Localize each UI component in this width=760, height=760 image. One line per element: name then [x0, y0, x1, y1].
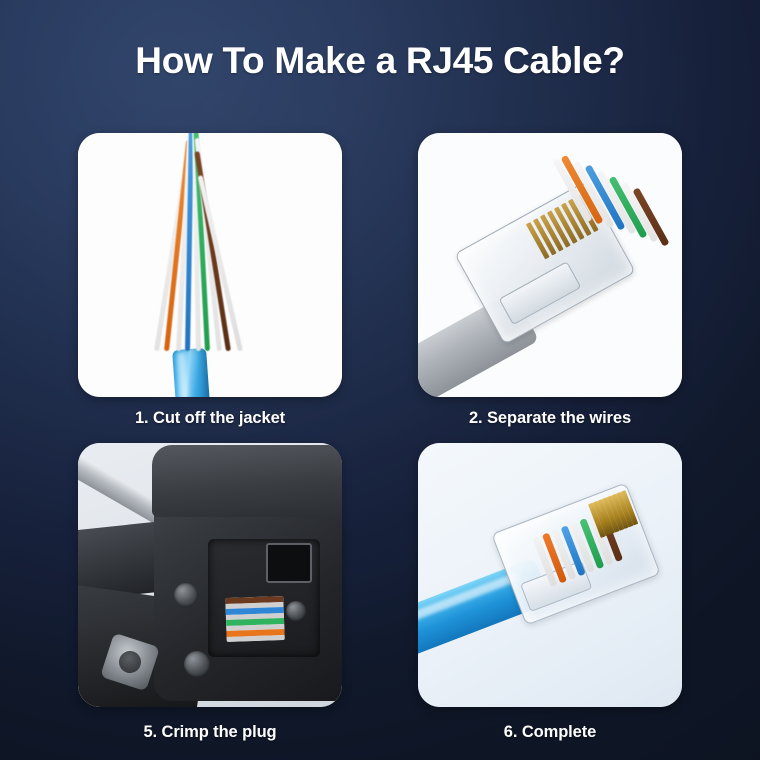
step-card-3	[78, 443, 342, 707]
page-title: How To Make a RJ45 Cable?	[135, 40, 625, 81]
crimped-wire-stack	[225, 596, 285, 642]
step-2-caption: 2. Separate the wires	[468, 409, 632, 427]
tool-screw-left-bottom	[184, 651, 210, 677]
step-6-caption: 6. Complete	[503, 723, 597, 741]
tool-crimp-slot	[208, 539, 320, 657]
step-card-2	[418, 133, 682, 397]
tool-screw-left-top	[174, 583, 198, 607]
step-1-photo	[78, 133, 342, 397]
crimp-port-opening	[266, 543, 312, 583]
tool-head-top	[152, 445, 342, 517]
step-2-photo	[418, 133, 682, 397]
step-5-caption: 5. Crimp the plug	[143, 723, 277, 741]
tool-screw-right	[286, 601, 306, 621]
step-4-photo	[418, 443, 682, 707]
step-card-4	[418, 443, 682, 707]
stack-wire-white-orange	[226, 634, 285, 642]
step-card-1	[78, 133, 342, 397]
step-1-caption: 1. Cut off the jacket	[134, 409, 286, 427]
step-3-photo	[78, 443, 342, 707]
cable-jacket	[172, 347, 210, 397]
